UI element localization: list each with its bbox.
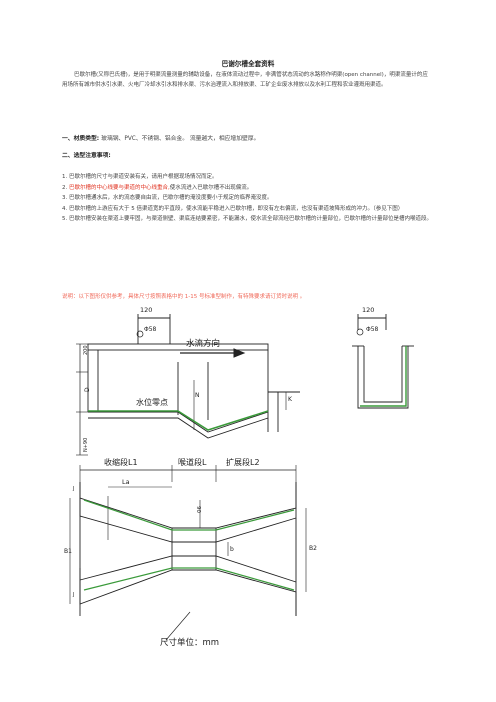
plan-view — [69, 465, 307, 616]
seg-contraction: 收缩段L1 — [104, 458, 138, 467]
list-item: 3. 巴歇尔槽通水后，水的流态要自由流，巴歇尔槽的淹没度要小于规定的临界淹没度。 — [62, 195, 273, 202]
list-item: 5. 巴歇尔槽安装在渠道上要牢固，与渠道侧壁、渠底连结要紧密，不能漏水，使水流全… — [62, 216, 433, 223]
dim-J-bottom: J — [73, 592, 75, 598]
dim-90: 90 — [195, 506, 201, 513]
dim-D: D — [84, 387, 91, 392]
water-zero-label: 水位零点 — [136, 397, 168, 408]
flume-bottom-profile — [88, 411, 269, 433]
flow-arrow — [180, 348, 246, 358]
list-item: 2. 巴歇尔槽的中心线要与渠道的中心线重合,使水流进入巴歇尔槽不出现偏流。 — [62, 184, 253, 191]
flow-direction-label: 水流方向 — [186, 339, 221, 349]
section-material-heading: 一、材质类型: — [62, 136, 100, 142]
section-material: 一、材质类型: 玻璃钢、PVC、不锈钢、铝合金。 流量越大，相应增加壁厚。 — [62, 133, 259, 142]
cross-section-view — [352, 314, 414, 409]
dim-120-left: 120 — [140, 306, 153, 314]
dim-phi58-right: Φ58 — [366, 326, 379, 333]
list-item: 4. 巴歇尔槽的上游应有大于 5 倍渠道宽的平直段，使水流能平稳进入巴歇尔槽，即… — [62, 205, 404, 212]
dim-B2: B2 — [309, 545, 317, 552]
highlight-red: 巴歇尔槽的中心线要与渠道的中心线重合, — [69, 184, 170, 191]
dim-200: 200 — [83, 345, 89, 355]
dim-phi58-left: Φ58 — [144, 326, 157, 333]
flume-top-rail — [87, 343, 269, 351]
unit-label: 尺寸单位：mm — [160, 638, 220, 648]
seg-throat: 喉道段L — [178, 458, 207, 467]
dim-120-right: 120 — [362, 306, 375, 314]
section-selection-heading: 二、选型注意事项: — [62, 153, 111, 159]
dim-K: K — [288, 396, 292, 403]
dim-La: La — [122, 478, 130, 486]
list-item: 1. 巴歇尔槽的尺寸与渠道安装有关，请用户根据现场情况而定。 — [62, 174, 218, 180]
water-zero-line — [88, 410, 269, 431]
selection-list: 1. 巴歇尔槽的尺寸与渠道安装有关，请用户根据现场情况而定。 2. 巴歇尔槽的中… — [62, 172, 432, 225]
arrow-right-icon — [233, 348, 246, 358]
section-material-text: 玻璃钢、PVC、不锈钢、铝合金。 流量越大，相应增加壁厚。 — [101, 136, 260, 142]
intro-paragraph: 巴歇尔槽(又称巴氏槽)，是用于明渠流量测量的辅助设备，在液体流动过程中，非满管状… — [62, 72, 428, 89]
dim-N: N — [195, 392, 200, 399]
document-title: 巴谢尔槽全套资料 — [221, 60, 275, 68]
dim-b: b — [230, 546, 234, 553]
note-text: 说明：以下图形仅供参考，具体尺寸按照表格中的 1-15 号标准型制作，有特殊要求… — [62, 294, 306, 300]
dim-J-top: J — [73, 486, 75, 492]
dim-N90: N+90 — [83, 437, 89, 452]
dim-B1: B1 — [64, 548, 72, 555]
seg-expansion: 扩展段L2 — [226, 458, 260, 467]
